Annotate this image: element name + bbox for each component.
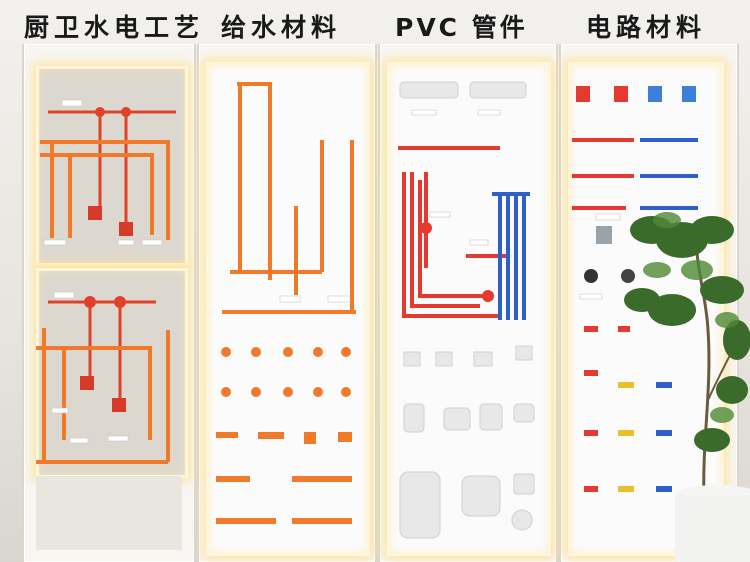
junction-box-icon — [119, 222, 133, 236]
electric-fittings — [572, 86, 698, 492]
pipe-fitting-icon — [95, 107, 105, 117]
heading-electric: 电路材料 — [586, 13, 707, 42]
wire-coil-icon — [621, 269, 635, 283]
kitchen-board-upper — [36, 66, 188, 266]
pvc-fittings — [399, 81, 535, 539]
pipe-fitting-icon — [84, 296, 96, 308]
pvc-blue-conduits — [492, 192, 530, 320]
wire-coil-icon — [584, 269, 598, 283]
junction-box-icon — [112, 398, 126, 412]
pipe-fitting-icon — [121, 107, 131, 117]
junction-box-icon — [88, 206, 102, 220]
junction-box-icon — [80, 376, 94, 390]
product-label-tags — [43, 99, 621, 444]
potted-plant — [624, 212, 750, 562]
water-supply-board — [206, 62, 370, 556]
pvc-red-conduits — [398, 146, 510, 318]
water-supply-pipes — [222, 82, 356, 314]
water-fittings — [216, 347, 352, 524]
heading-kitchen-bath: 厨卫水电工艺 — [24, 13, 205, 42]
kitchen-upper-pipes — [48, 110, 176, 225]
kitchen-base-panel — [36, 476, 182, 550]
heading-pvc: PVC 管件 — [395, 13, 528, 42]
pipe-fitting-icon — [482, 290, 494, 302]
heading-water-supply: 给水材料 — [221, 13, 342, 42]
pipe-fitting-icon — [114, 296, 126, 308]
pipe-fitting-icon — [420, 222, 432, 234]
